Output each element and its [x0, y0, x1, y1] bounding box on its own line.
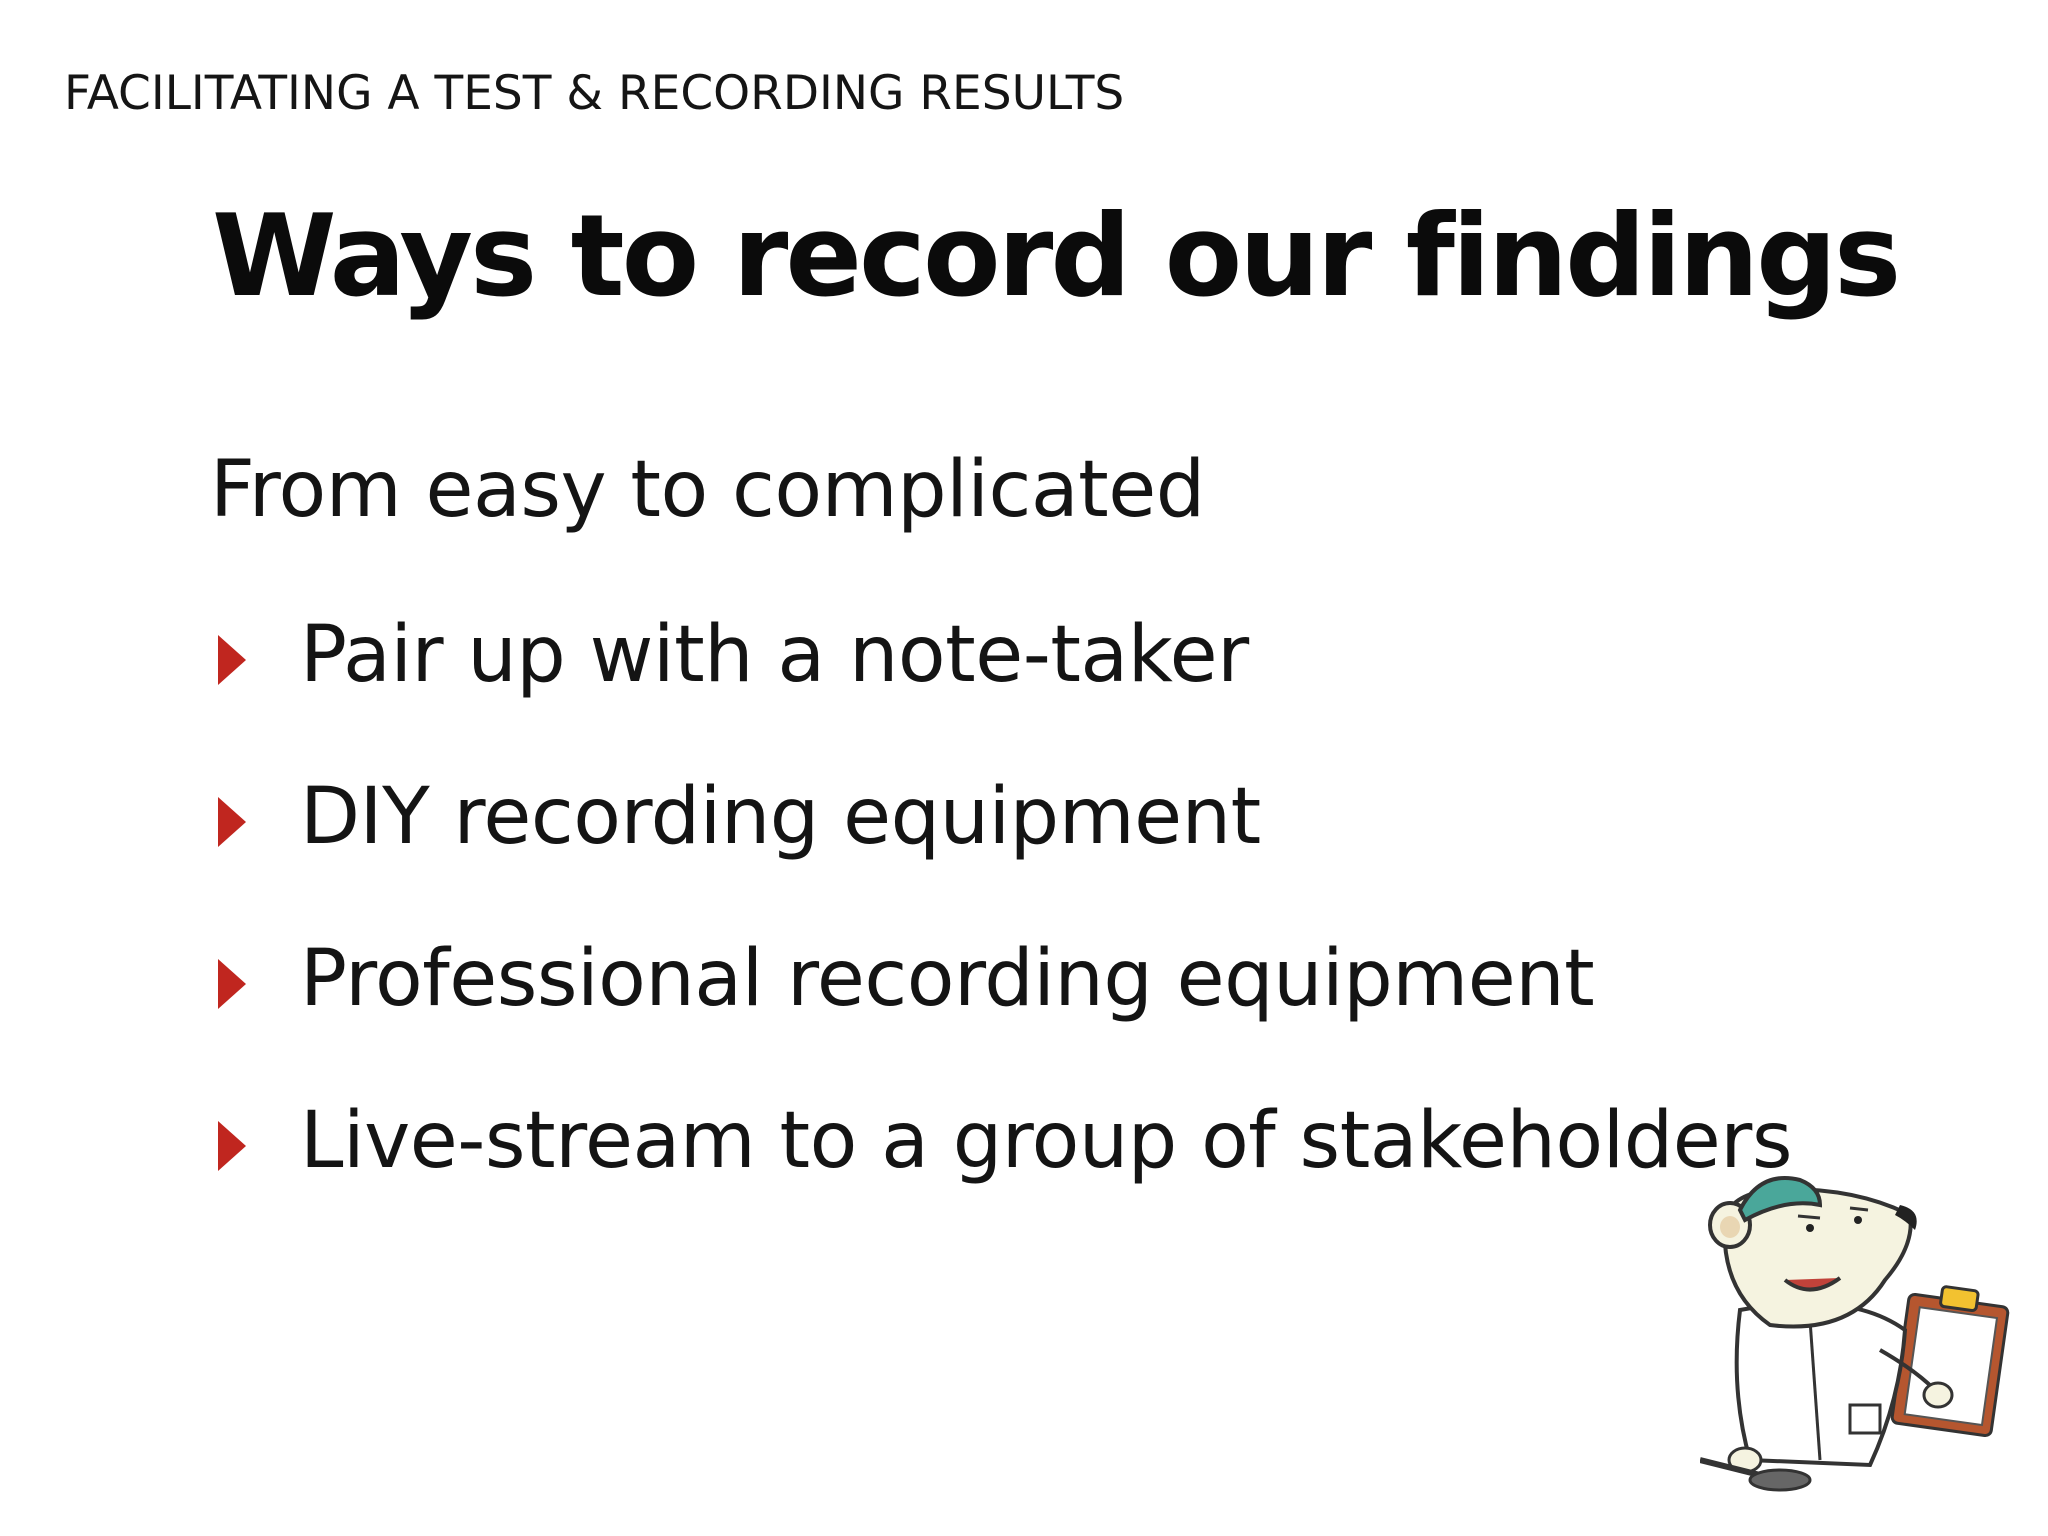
list-item: Pair up with a note-taker	[210, 605, 1792, 767]
bullet-text: DIY recording equipment	[300, 772, 1261, 862]
triangle-right-icon	[210, 1091, 300, 1181]
polar-bear-mascot-illustration	[1700, 1176, 2010, 1492]
list-item: DIY recording equipment	[210, 767, 1792, 929]
clipboard-icon	[1890, 1285, 2010, 1438]
intro-text: From easy to complicated	[210, 445, 1205, 535]
triangle-right-icon	[210, 929, 300, 1019]
bullet-text: Pair up with a note-taker	[300, 610, 1249, 700]
list-item: Live-stream to a group of stakeholders	[210, 1091, 1792, 1253]
slide-title: Ways to record our findings	[212, 190, 1901, 322]
bullet-text: Professional recording equipment	[300, 934, 1595, 1024]
bullet-text: Live-stream to a group of stakeholders	[300, 1096, 1792, 1186]
triangle-right-icon	[210, 605, 300, 695]
bullet-list: Pair up with a note-taker DIY recording …	[210, 605, 1792, 1253]
section-label: FACILITATING A TEST & RECORDING RESULTS	[64, 66, 1125, 121]
list-item: Professional recording equipment	[210, 929, 1792, 1091]
triangle-right-icon	[210, 767, 300, 857]
